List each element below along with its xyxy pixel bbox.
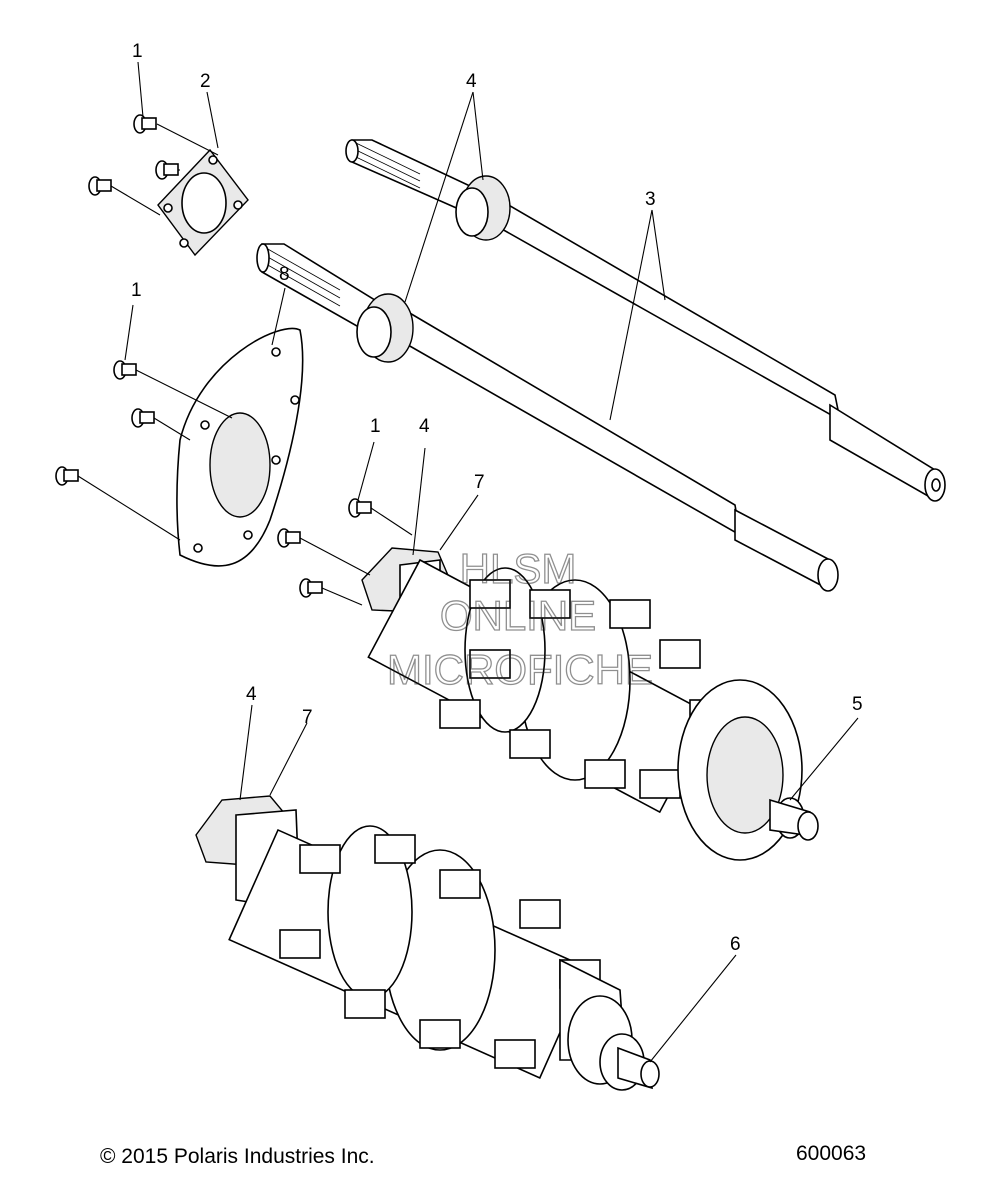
seal-plate-8 (176, 327, 304, 567)
gear-assembly-6 (195, 795, 660, 1091)
callout-3: 3 (645, 189, 656, 210)
diagram-number: 600063 (796, 1142, 866, 1165)
svg-text:ONLINE: ONLINE (440, 592, 596, 639)
flange-plate-2 (157, 148, 249, 257)
upper-bearing (455, 175, 511, 241)
lower-bearing (356, 293, 414, 363)
svg-text:MICROFICHE: MICROFICHE (387, 646, 653, 693)
callout-7: 7 (302, 707, 313, 728)
callout-6: 6 (730, 934, 741, 955)
callout-1: 1 (132, 41, 143, 62)
callout-5: 5 (852, 694, 863, 715)
gear-assembly-5 (361, 547, 819, 861)
callout-2: 2 (200, 71, 211, 92)
callout-1: 1 (131, 280, 142, 301)
bolt-icon (55, 114, 372, 598)
callout-1: 1 (370, 416, 381, 437)
copyright-text: © 2015 Polaris Industries Inc. (100, 1145, 375, 1168)
callout-4: 4 (466, 71, 477, 92)
upper-axle-shaft (345, 139, 946, 502)
lower-axle-shaft (256, 243, 839, 592)
leader-lines (77, 61, 859, 1063)
callout-8: 8 (279, 264, 290, 285)
svg-text:HLSM: HLSM (460, 545, 577, 592)
callout-7: 7 (474, 472, 485, 493)
callout-4: 4 (419, 416, 430, 437)
callout-4: 4 (246, 684, 257, 705)
watermark: HLSM ONLINE MICROFICHE (386, 544, 653, 693)
